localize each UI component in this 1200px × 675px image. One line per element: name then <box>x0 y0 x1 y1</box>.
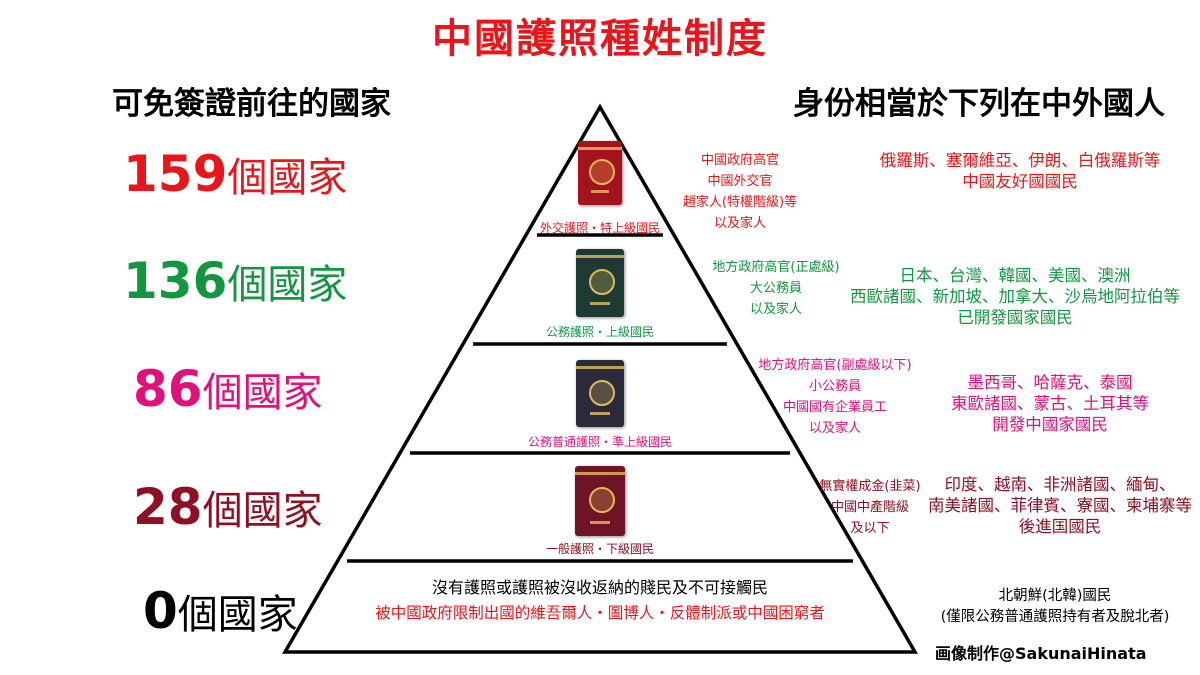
tier-4-category-line: 及以下 <box>850 521 890 536</box>
tier-4-category-line: 中國中產階級 <box>830 500 909 515</box>
national-emblem-icon <box>589 269 615 295</box>
tier-1-count-suffix: 個國家 <box>227 155 348 201</box>
tier-2-equivalent: 日本、台灣、韓國、美國、澳洲 西歐諸國、新加坡、加拿大、沙烏地阿拉伯等 已開發國… <box>830 265 1200 328</box>
tier-4-equivalent-line: 南美諸國、菲律賓、寮國、柬埔寨等 <box>928 496 1192 515</box>
passport-text-mark <box>590 302 610 305</box>
tier-4-count-suffix: 個國家 <box>202 488 323 534</box>
tier-1-category-line: 趙家人(特權階級)等 <box>682 195 798 210</box>
tier-2-category-line: 以及家人 <box>749 302 802 317</box>
tier-5-visa-free-count: 0個國家 <box>143 582 298 640</box>
tier-4-equivalent: 印度、越南、非洲諸國、緬甸、 南美諸國、菲律賓、寮國、柬埔寨等 後進国國民 <box>920 474 1200 537</box>
tier-5-equivalent-line: (僅限公務普通護照持有者及脫北者) <box>940 609 1170 625</box>
national-emblem-icon <box>589 379 615 406</box>
tier-3-visa-free-count: 86個國家 <box>133 360 323 418</box>
tier-4-equivalent-line: 印度、越南、非洲諸國、緬甸、 <box>944 475 1176 494</box>
image-credit: 画像制作@SakunaiHinata <box>935 644 1147 663</box>
tier-4-visa-free-count: 28個國家 <box>133 478 323 536</box>
tier-1-count-number: 159 <box>123 145 228 203</box>
tier-2-equivalent-line: 日本、台灣、韓國、美國、澳洲 <box>899 266 1131 285</box>
tier-4-category: 無實權成金(韭菜) 中國中產階級 及以下 <box>785 476 955 539</box>
tier-4-equivalent-line: 後進国國民 <box>1018 517 1102 536</box>
passport-title-mark <box>576 366 624 369</box>
tier-3-equivalent: 墨西哥、哈薩克、泰國 東歐諸國、蒙古、土耳其等 開發中國家國民 <box>905 372 1195 435</box>
tier-2-category-line: 大公務員 <box>749 281 802 296</box>
tier-5-equivalent-line: 北朝鮮(北韓)國民 <box>998 588 1112 604</box>
tier-4-category-line: 無實權成金(韭菜) <box>819 479 921 494</box>
tier-4-count-number: 28 <box>133 478 203 536</box>
page-title: 中國護照種姓制度 <box>432 16 768 62</box>
ordinary-passport-image <box>575 466 625 536</box>
left-column-heading: 可免簽證前往的國家 <box>112 86 391 122</box>
tier-1-visa-free-count: 159個國家 <box>123 145 347 203</box>
tier-1-equivalent-line: 中國友好國國民 <box>962 172 1078 191</box>
right-column-heading: 身份相當於下列在中外國人 <box>793 86 1165 122</box>
tier-1-category-line: 中國外交官 <box>707 174 773 189</box>
tier-5-restricted-groups: 被中國政府限制出國的維吾爾人・圖博人・反體制派或中國困窮者 <box>375 604 825 622</box>
tier-1-equivalent-line: 俄羅斯、塞爾維亞、伊朗、白俄羅斯等 <box>879 151 1161 170</box>
tier-5-description: 沒有護照或護照被沒收返納的賤民及不可接觸民 <box>431 578 768 597</box>
tier-2-equivalent-line: 已開發國家國民 <box>957 308 1073 327</box>
tier-3-category-line: 小公務員 <box>808 379 861 394</box>
passport-title-mark <box>576 255 624 258</box>
tier-3-category-line: 地方政府高官(副處級以下) <box>758 358 912 373</box>
tier-1-passport-label: 外交護照・特上級國民 <box>539 221 660 235</box>
passport-text-mark <box>591 190 609 193</box>
tier-2-equivalent-line: 西歐諸國、新加坡、加拿大、沙烏地阿拉伯等 <box>850 287 1180 306</box>
tier-2-count-number: 136 <box>123 252 228 310</box>
national-emblem-icon <box>589 487 615 513</box>
tier-5-count-number: 0 <box>143 582 178 640</box>
tier-3-count-number: 86 <box>133 360 203 418</box>
service-passport-image <box>576 249 624 317</box>
tier-3-equivalent-line: 開發中國家國民 <box>992 415 1108 434</box>
diplomatic-passport-image <box>578 141 622 205</box>
tier-2-passport-label: 公務護照・上級國民 <box>545 325 654 339</box>
tier-4-passport-label: 一般護照・下級國民 <box>545 542 654 556</box>
tier-2-visa-free-count: 136個國家 <box>123 252 347 310</box>
tier-1-equivalent: 俄羅斯、塞爾維亞、伊朗、白俄羅斯等 中國友好國國民 <box>860 150 1180 192</box>
tier-5-equivalent: 北朝鮮(北韓)國民 (僅限公務普通護照持有者及脫北者) <box>915 586 1195 628</box>
tier-3-category-line: 以及家人 <box>808 421 861 436</box>
tier-3-category-line: 中國國有企業員工 <box>782 400 887 415</box>
tier-3-equivalent-line: 墨西哥、哈薩克、泰國 <box>967 373 1133 392</box>
national-emblem-icon <box>589 159 615 185</box>
tier-1-category-line: 以及家人 <box>713 216 766 231</box>
tier-1-category: 中國政府高官 中國外交官 趙家人(特權階級)等 以及家人 <box>640 150 840 234</box>
tier-2-count-suffix: 個國家 <box>227 262 348 308</box>
passport-text-mark <box>590 521 610 524</box>
public-affairs-passport-image <box>576 360 624 427</box>
tier-3-category: 地方政府高官(副處級以下) 小公務員 中國國有企業員工 以及家人 <box>735 355 935 439</box>
tier-3-equivalent-line: 東歐諸國、蒙古、土耳其等 <box>951 394 1149 413</box>
tier-2-category: 地方政府高官(正處級) 大公務員 以及家人 <box>676 257 876 320</box>
tier-3-count-suffix: 個國家 <box>202 370 323 416</box>
passport-title-mark <box>578 147 622 150</box>
passport-text-mark <box>590 412 610 415</box>
tier-1-category-line: 中國政府高官 <box>700 153 779 168</box>
tier-2-category-line: 地方政府高官(正處級) <box>712 260 840 275</box>
tier-5-count-suffix: 個國家 <box>177 592 298 638</box>
tier-3-passport-label: 公務普通護照・準上級國民 <box>527 435 672 449</box>
passport-title-mark <box>575 472 625 475</box>
